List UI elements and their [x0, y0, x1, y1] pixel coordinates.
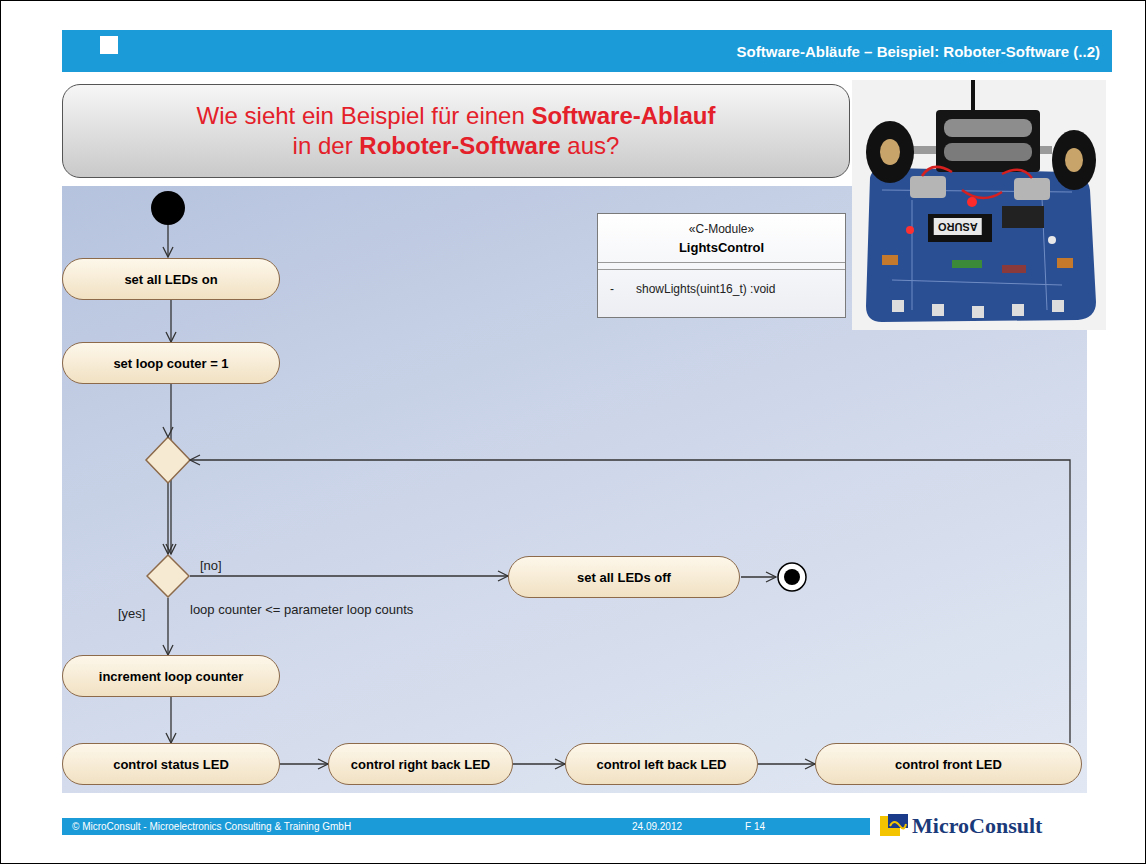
final-node-dot — [784, 569, 800, 585]
action-box: set all LEDs off — [508, 556, 740, 598]
action-box: increment loop counter — [62, 655, 280, 697]
word: sieht — [245, 102, 296, 129]
question-text: Wie sieht ein Beispiel für einen Softwar… — [197, 101, 716, 161]
action-text: set all LEDs on — [124, 272, 217, 287]
arrowhead — [163, 544, 173, 554]
word: ein — [302, 102, 334, 129]
connector-line — [513, 763, 565, 764]
word: aus? — [567, 132, 619, 159]
chip-marking: ASURO — [934, 218, 982, 235]
connector-line — [280, 763, 328, 764]
question-box: Wie sieht ein Beispiel für einen Softwar… — [62, 84, 850, 178]
action-text: set loop couter = 1 — [113, 356, 228, 371]
final-node-ring — [778, 563, 806, 591]
arrowhead — [555, 759, 565, 769]
control-flow — [166, 697, 176, 743]
title-bar: Software-Abläufe – Beispiel: Roboter-Sof… — [62, 30, 1112, 72]
control-flow — [163, 460, 1070, 743]
bold-word: Roboter-Software — [359, 132, 560, 159]
operation: showLights(uint16_t) :void — [636, 282, 775, 296]
action-box: control status LED — [62, 743, 280, 785]
arrowhead — [166, 332, 176, 342]
guard-label: [yes] — [118, 606, 145, 621]
decision-diamond: loop counter <= parameter loop counts — [146, 554, 190, 598]
class-name: LightsControl — [604, 240, 839, 255]
control-flow — [280, 759, 328, 769]
action-text: control right back LED — [351, 757, 490, 772]
control-flow — [166, 300, 176, 342]
action-text: control front LED — [895, 757, 1002, 772]
arrowhead — [805, 759, 815, 769]
word: einen — [466, 102, 525, 129]
robot-photo — [852, 80, 1106, 330]
arrowhead — [498, 571, 508, 581]
control-flow — [163, 598, 173, 655]
action-box: control left back LED — [565, 743, 758, 785]
connector-line — [168, 460, 1070, 743]
stereotype: «C-Module» — [604, 222, 839, 236]
connector-line — [167, 598, 168, 655]
connector-line — [758, 763, 815, 764]
action-text: control status LED — [113, 757, 229, 772]
merge-diamond — [146, 437, 190, 483]
action-text: increment loop counter — [99, 669, 243, 684]
slide-title: Software-Abläufe – Beispiel: Roboter-Sof… — [737, 43, 1100, 60]
word: der — [318, 132, 353, 159]
diamond-shape — [147, 555, 189, 597]
date: 24.09.2012 — [632, 819, 682, 835]
guard-condition: loop counter <= parameter loop counts — [190, 602, 413, 617]
class-box: «C-Module» LightsControl - showLights(uint1… — [597, 213, 846, 318]
bold-word: Software-Ablauf — [531, 102, 715, 129]
arrowhead — [163, 645, 173, 655]
connector-line — [170, 697, 171, 743]
class-header: «C-Module» LightsControl — [598, 214, 845, 263]
action-box: set all LEDs on — [62, 258, 280, 300]
operation-compartment: - showLights(uint16_t) :void — [598, 270, 845, 308]
copyright-note: © MicroConsult - Microelectronics Consul… — [72, 819, 351, 835]
action-box: control front LED — [815, 743, 1082, 785]
attribute-compartment — [598, 263, 845, 270]
connector-line — [190, 575, 508, 576]
start-node — [151, 191, 185, 225]
arrowhead — [318, 759, 328, 769]
end-arrow — [741, 572, 776, 582]
diamond-outline — [146, 554, 190, 598]
slide-number: F 14 — [745, 819, 765, 835]
logo-icon — [880, 814, 908, 838]
action-box: control right back LED — [328, 743, 513, 785]
word: in — [293, 132, 312, 159]
control-flow — [190, 571, 508, 581]
merge-arrowheads — [163, 427, 200, 465]
action-text: control left back LED — [596, 757, 726, 772]
word: Beispiel — [341, 102, 425, 129]
connector-line — [170, 300, 171, 342]
word: Wie — [197, 102, 238, 129]
word: für — [431, 102, 459, 129]
control-flow — [758, 759, 815, 769]
action-box: set loop couter = 1 — [62, 342, 280, 384]
action-text: set all LEDs off — [577, 570, 671, 585]
start-arrow — [163, 225, 173, 257]
company-logo: MicroConsult — [912, 812, 1042, 840]
guard-label: [no] — [200, 558, 222, 573]
title-square — [100, 36, 118, 54]
arrowhead — [166, 733, 176, 743]
control-flow — [513, 759, 565, 769]
visibility-mark: - — [610, 282, 614, 296]
